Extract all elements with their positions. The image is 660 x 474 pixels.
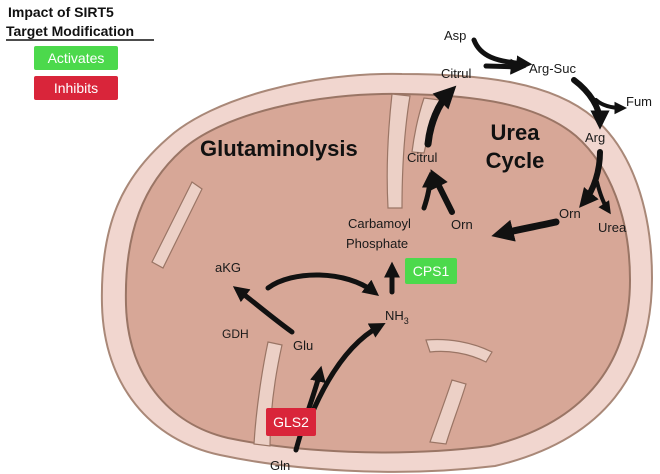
arrow-asp-to-argsuc (471, 37, 533, 72)
label-akg: aKG (215, 260, 241, 275)
label-arg: Arg (585, 130, 605, 145)
arrow-orn-to-inner (491, 218, 560, 242)
arrow-urea-release (595, 180, 611, 215)
arrow-carbamoyl-to-citrul (421, 171, 438, 211)
inner-membrane (124, 92, 632, 454)
legend-activates-label: Activates (48, 50, 105, 66)
enzyme-gls2: GLS2 (266, 408, 316, 436)
label-nh3: NH3 (385, 308, 409, 326)
label-urea: Urea (598, 220, 627, 235)
arrow-fum-release (594, 98, 628, 115)
mitochondrion (100, 72, 654, 473)
glutaminolysis-title: Glutaminolysis (200, 136, 358, 161)
label-orn-right: Orn (559, 206, 581, 221)
label-orn-inner: Orn (451, 217, 473, 232)
crista-right-lobe (425, 338, 493, 363)
arrow-glu-to-nh3 (265, 272, 380, 296)
legend-activates-swatch (34, 46, 118, 70)
crista-left (151, 181, 203, 269)
metabolite-labels: Asp Citrul Arg-Suc Fum Arg Orn Urea Citr… (215, 28, 652, 473)
label-gdh: GDH (222, 327, 249, 341)
enzyme-cps1: CPS1 (405, 258, 457, 284)
legend: Impact of SIRT5 Target Modification Acti… (6, 4, 154, 100)
crista-bottom-right (429, 379, 467, 445)
arrow-gln-to-glu (293, 365, 326, 453)
crista-top-center (386, 93, 411, 209)
legend-title-line2: Target Modification (6, 23, 134, 39)
label-glu: Glu (293, 338, 313, 353)
arrow-glu-to-akg (232, 286, 295, 335)
arrow-citrul-to-argsuc (483, 58, 527, 75)
cps1-label: CPS1 (413, 263, 450, 279)
legend-inhibits-swatch (34, 76, 118, 100)
urea-cycle-arrows (424, 37, 628, 242)
label-citrul-top: Citrul (441, 66, 471, 81)
arrow-citrul-export (424, 85, 457, 148)
label-nh3-subscript: 3 (404, 316, 409, 326)
urea-cycle-title-line2: Cycle (486, 148, 545, 173)
legend-inhibits-label: Inhibits (54, 80, 98, 96)
gls2-box (266, 408, 316, 436)
legend-title-line1: Impact of SIRT5 (8, 4, 114, 20)
arrow-arg-to-orn (579, 149, 603, 208)
label-gln: Gln (270, 458, 290, 473)
label-citrul-inner: Citrul (407, 150, 437, 165)
label-carbamoyl-line1: Carbamoyl (348, 216, 411, 231)
cps1-box (405, 258, 457, 284)
gls2-label: GLS2 (273, 414, 309, 430)
glutaminolysis-arrows (232, 171, 438, 453)
urea-cycle-title-line1: Urea (491, 120, 541, 145)
arrow-gln-to-nh3 (307, 322, 386, 421)
arrow-argsuc-to-arg (571, 77, 610, 130)
label-arg-suc: Arg-Suc (529, 61, 576, 76)
label-fum: Fum (626, 94, 652, 109)
label-carbamoyl-line2: Phosphate (346, 236, 408, 251)
label-asp: Asp (444, 28, 466, 43)
